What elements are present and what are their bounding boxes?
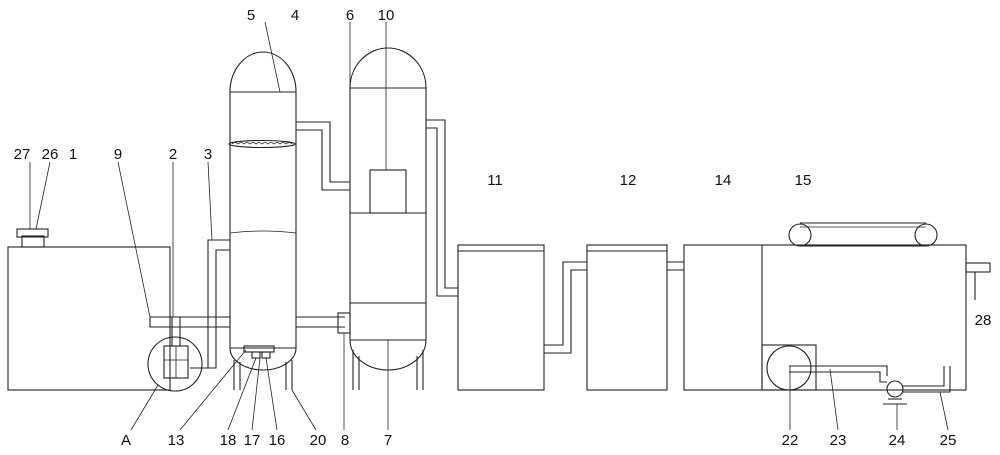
pump-assembly [147,317,203,392]
label-5: 5 [247,7,255,24]
tower-7 [349,47,427,390]
tank-14-15 [683,222,991,391]
label-26: 26 [42,146,59,163]
tank-12 [586,244,668,391]
labels: 27 26 1 9 2 3 5 4 6 10 11 12 14 15 28 A … [14,7,992,449]
label-18: 18 [220,432,237,449]
label-25: 25 [940,432,957,449]
label-7: 7 [384,432,392,449]
label-11: 11 [487,172,503,189]
label-12: 12 [620,172,637,189]
label-16: 16 [269,432,286,449]
label-1: 1 [69,146,77,163]
tank-1 [7,228,171,391]
label-28: 28 [975,312,992,329]
label-17: 17 [244,432,261,449]
label-2: 2 [169,146,177,163]
label-15: 15 [795,172,812,189]
leader-lines [29,21,949,431]
label-24: 24 [889,432,906,449]
label-14: 14 [715,172,732,189]
label-10: 10 [378,7,395,24]
label-9: 9 [114,146,122,163]
pipe-tank11-to-tank12 [544,261,587,354]
label-22: 22 [782,432,799,449]
label-8: 8 [341,432,349,449]
pipe-tower-to-tank11 [426,119,458,297]
pipe-3 [190,239,230,369]
column-4 [228,51,297,390]
label-27: 27 [14,146,31,163]
label-13: 13 [168,432,185,449]
label-6: 6 [346,7,354,24]
label-23: 23 [830,432,847,449]
label-3: 3 [204,146,212,163]
tank-11 [457,244,545,391]
pipe-tank12-to-tank14 [667,261,684,271]
pipe-6 [296,121,350,191]
label-A: A [121,432,131,449]
return-line [789,365,951,405]
label-20: 20 [310,432,327,449]
label-4: 4 [291,7,299,24]
